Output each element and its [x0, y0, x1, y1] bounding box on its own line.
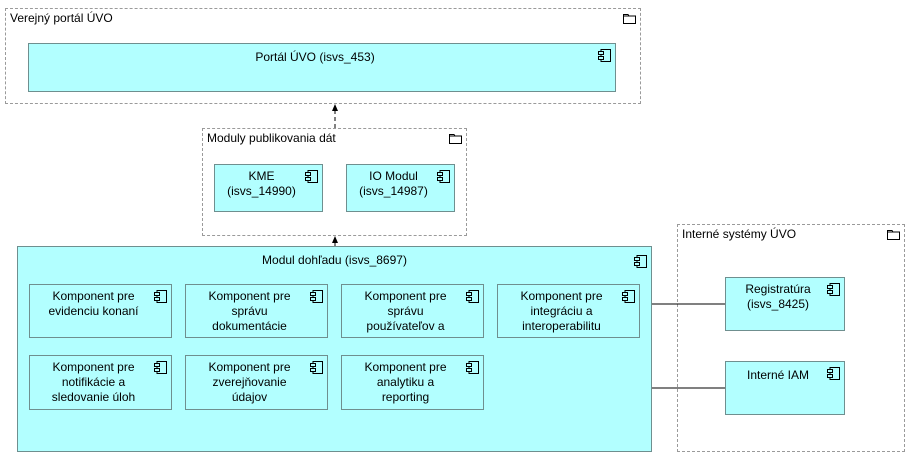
- component-icon: [305, 170, 318, 183]
- component-label-integracia: Komponent pre integráciu a interoperabil…: [520, 289, 603, 333]
- component-icon: [310, 361, 323, 374]
- component-label-modul-dohladu: Modul dohľadu (isvs_8697): [262, 253, 407, 267]
- component-icon: [634, 255, 647, 268]
- component-icon: [466, 361, 479, 374]
- component-icon: [827, 283, 840, 296]
- component-zverejnovanie[interactable]: Komponent pre zverejňovanie údajov: [185, 355, 328, 410]
- component-label-registratura: Registratúra (isvs_8425): [745, 282, 811, 311]
- component-integracia[interactable]: Komponent pre integráciu a interoperabil…: [497, 284, 640, 338]
- component-notifikacie[interactable]: Komponent pre notifikácie a sledovanie ú…: [29, 355, 172, 410]
- component-analytika[interactable]: Komponent pre analytiku a reporting: [341, 355, 484, 410]
- group-title-moduly-publikovania: Moduly publikovania dát: [207, 131, 336, 145]
- component-modul-dohladu[interactable]: Modul dohľadu (isvs_8697): [17, 246, 652, 452]
- component-pouzivatelia[interactable]: Komponent pre správu používateľov a: [341, 284, 484, 338]
- component-icon: [437, 170, 450, 183]
- group-title-verejny-portal: Verejný portál ÚVO: [10, 11, 113, 25]
- component-icon: [622, 290, 635, 303]
- component-label-analytika: Komponent pre analytiku a reporting: [364, 360, 447, 404]
- component-kme[interactable]: KME (isvs_14990): [214, 164, 323, 212]
- component-label-notifikacie: Komponent pre notifikácie a sledovanie ú…: [51, 360, 136, 404]
- folder-icon: [449, 134, 462, 144]
- component-evidencia[interactable]: Komponent pre evidenciu konaní: [29, 284, 172, 338]
- component-portal-uvo[interactable]: Portál ÚVO (isvs_453): [28, 43, 616, 92]
- component-label-pouzivatelia: Komponent pre správu používateľov a: [364, 289, 447, 333]
- component-interne-iam[interactable]: Interné IAM: [725, 361, 845, 415]
- component-icon: [154, 361, 167, 374]
- component-io-modul[interactable]: IO Modul (isvs_14987): [346, 164, 455, 212]
- component-icon: [310, 290, 323, 303]
- component-label-zverejnovanie: Komponent pre zverejňovanie údajov: [208, 360, 291, 404]
- folder-icon: [623, 14, 636, 24]
- component-dokumentacia[interactable]: Komponent pre správu dokumentácie: [185, 284, 328, 338]
- component-label-portal-uvo: Portál ÚVO (isvs_453): [255, 50, 375, 64]
- component-icon: [154, 290, 167, 303]
- component-label-interne-iam: Interné IAM: [746, 368, 810, 382]
- arrowhead-dohlad-to-publish: [332, 236, 338, 243]
- group-title-interne-systemy: Interné systémy ÚVO: [682, 227, 797, 241]
- arrowhead-publish-to-portal: [332, 104, 338, 111]
- component-label-dokumentacia: Komponent pre správu dokumentácie: [208, 289, 291, 333]
- component-label-kme: KME (isvs_14990): [227, 169, 296, 198]
- folder-icon: [887, 230, 900, 240]
- component-icon: [827, 367, 840, 380]
- component-label-io-modul: IO Modul (isvs_14987): [359, 169, 428, 198]
- component-label-evidencia: Komponent pre evidenciu konaní: [48, 289, 139, 318]
- component-icon: [466, 290, 479, 303]
- component-registratura[interactable]: Registratúra (isvs_8425): [725, 277, 845, 331]
- component-icon: [598, 49, 611, 62]
